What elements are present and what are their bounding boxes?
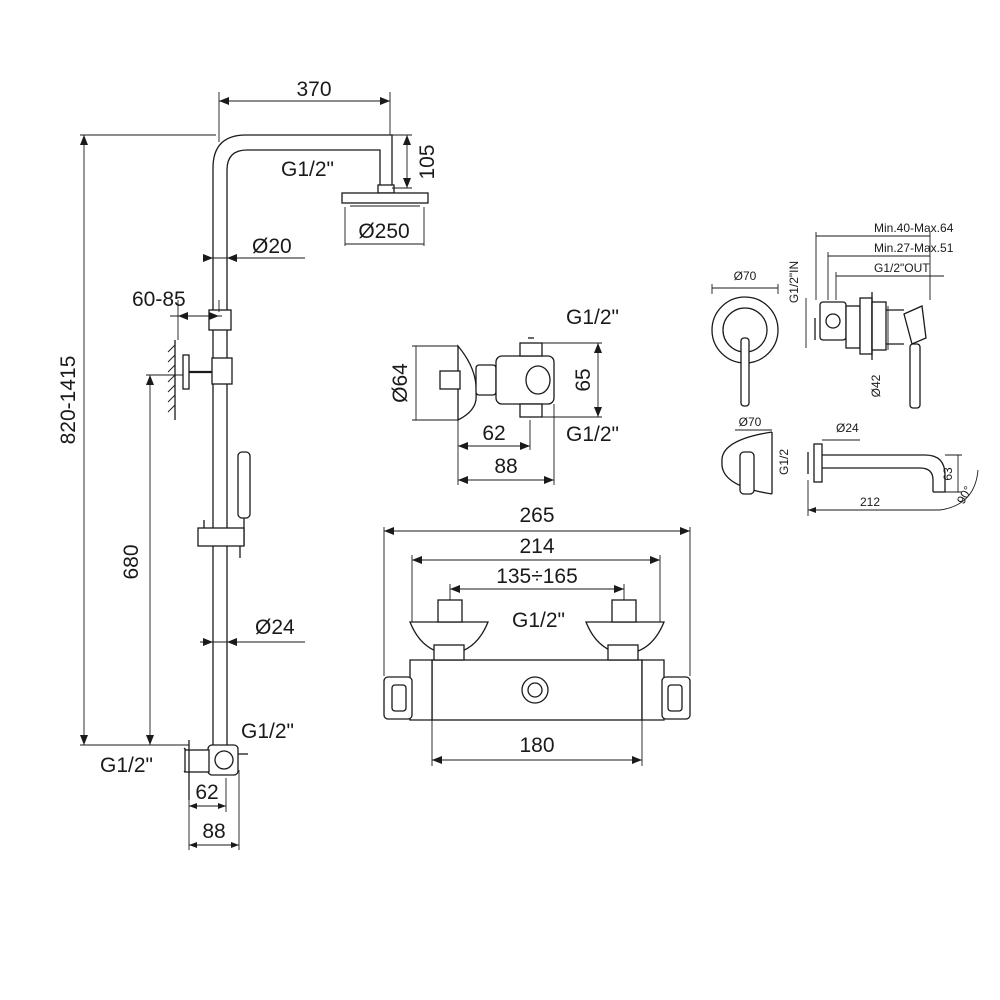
sliding-joint [208,309,232,331]
concealed-mixer-view: Ø70 Min.40-Max.64 Min.27-Max.51 G1/2"OUT… [711,221,954,409]
front-knob-span: 214 [519,535,554,558]
riser-outer [212,134,393,760]
dim-mixer-depth: 88 [202,820,225,843]
front-center-button [521,676,549,704]
spout-height: 63 [941,467,955,481]
shower-column-view: 370 105 G1/2" Ø250 Ø20 60-85 820-1415 [57,78,439,850]
mixer-lever [740,337,750,407]
spout-view: Ø70 Ø24 G1/2 63 212 90° [721,415,979,516]
side-depth-short: 62 [482,422,505,445]
thermostat-front-view: 265 214 135÷165 G1/2" 180 [383,504,691,766]
thermostat-side-view: G1/2" G1/2" Ø64 65 62 88 [389,306,619,485]
slider-holder [197,527,245,547]
shower-head [341,192,429,204]
spout-projection: 212 [860,495,880,509]
spout-angle: 90° [954,483,975,506]
side-body [495,355,555,405]
spout-handle [739,451,755,495]
dim-bracket-height: 680 [120,544,143,579]
dim-upper-tube: Ø20 [252,235,292,258]
spout-tube [822,454,946,492]
side-nut [475,364,497,396]
riser-inner [226,149,381,760]
wall-hatch [167,344,176,413]
head-connection-label: G1/2" [281,158,334,181]
inlet-right-label: G1/2" [241,720,294,743]
side-top-thread: G1/2" [566,306,619,329]
mixer-body-diameter: Ø42 [869,374,883,397]
mixer-max-depth: Min.40-Max.64 [874,221,954,235]
mixer-inlet: G1/2"IN [787,261,801,303]
mixer-min-depth: Min.27-Max.51 [874,241,954,255]
dim-lower-tube: Ø24 [255,616,295,639]
mixer-plate-diameter: Ø70 [734,269,757,283]
mixer-outlet: G1/2"OUT [874,261,930,275]
side-bottom-thread: G1/2" [566,423,619,446]
spout-plate-diameter: Ø70 [739,415,762,429]
dim-head-diameter: Ø250 [358,220,409,243]
dim-eccentric-depth: 62 [195,781,218,804]
front-inlet-thread: G1/2" [512,609,565,632]
front-inlet-spacing: 135÷165 [496,565,578,588]
front-body-width: 180 [519,734,554,757]
hand-shower [237,451,251,519]
side-depth-long: 88 [494,455,517,478]
dim-bracket-offset: 60-85 [132,288,186,311]
head-connector [377,184,395,194]
dim-arm-drop: 105 [416,144,439,179]
spout-connection: G1/2 [777,449,791,475]
handle-right [661,676,691,720]
side-flange [457,344,477,422]
side-flange-diameter: Ø64 [389,363,412,403]
side-height: 65 [572,368,595,391]
inlet-left-label: G1/2" [100,754,153,777]
front-body [431,659,643,721]
dim-total-height: 820-1415 [57,356,80,445]
wall-bracket [211,357,233,385]
dim-arm-length: 370 [296,78,331,101]
spout-diameter: Ø24 [836,421,859,435]
front-overall-width: 265 [519,504,554,527]
handle-left [383,676,413,720]
